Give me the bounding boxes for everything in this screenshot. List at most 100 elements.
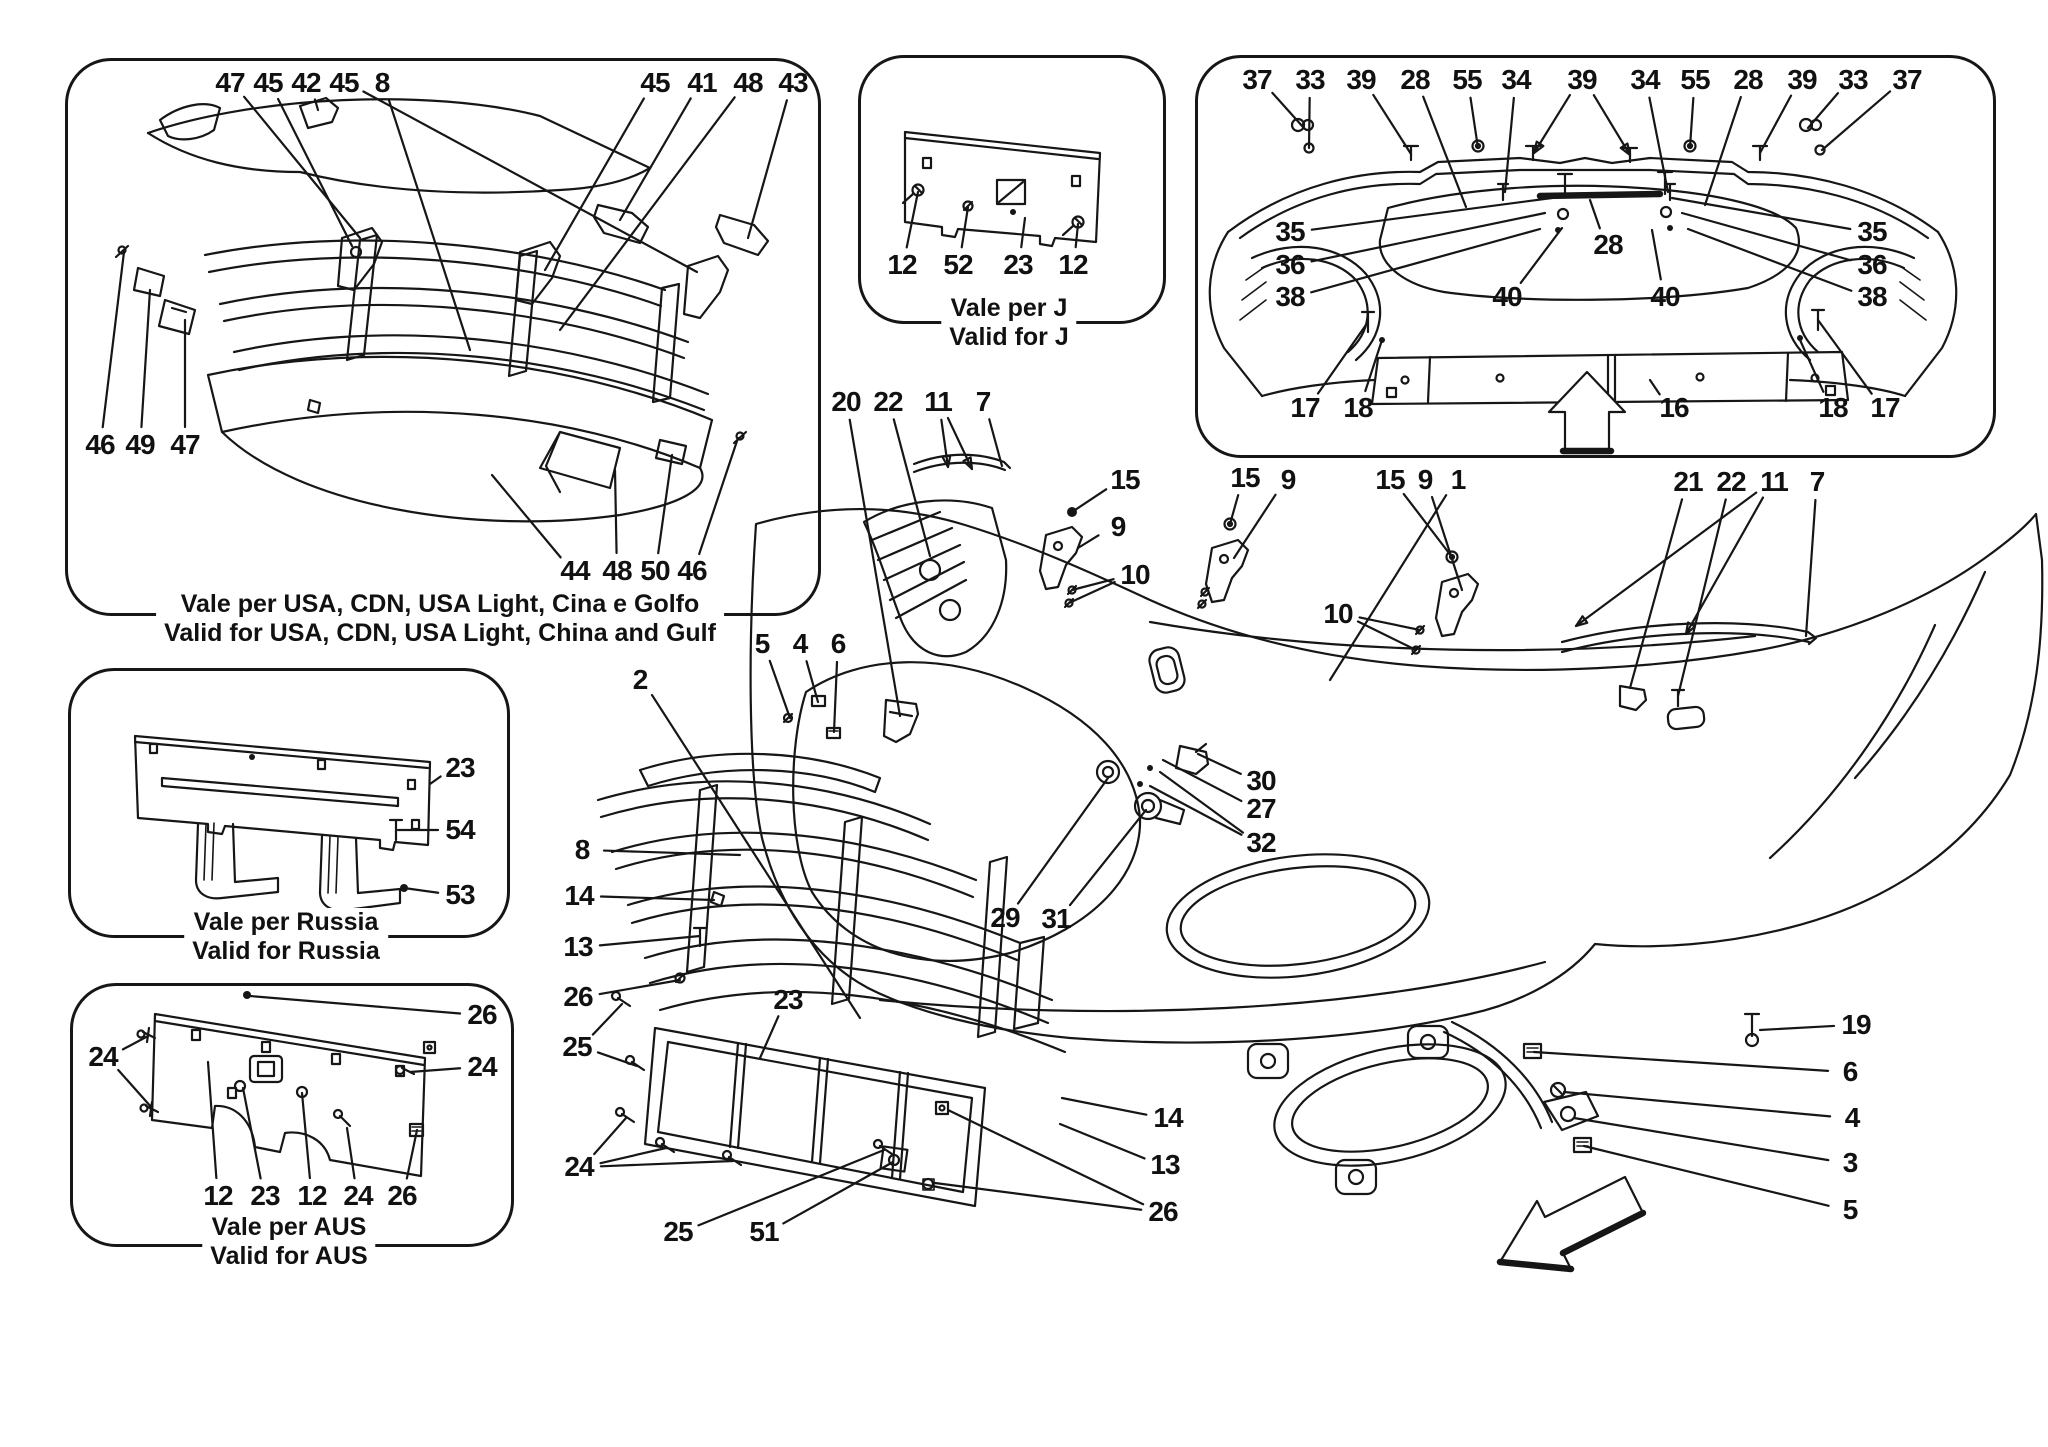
part-callout-46: 46 [85, 429, 115, 460]
part-callout-48: 48 [733, 67, 763, 98]
part-callout-2: 2 [632, 664, 649, 695]
part-callout-36: 36 [1275, 249, 1305, 280]
part-callout-10: 10 [1323, 598, 1353, 629]
caption-japan-en: Valid for J [949, 323, 1069, 351]
part-callout-6: 6 [1842, 1056, 1859, 1087]
part-callout-22: 22 [873, 386, 903, 417]
part-callout-55: 55 [1452, 64, 1482, 95]
part-callout-8: 8 [374, 67, 391, 98]
part-callout-24: 24 [343, 1180, 373, 1211]
part-callout-40: 40 [1492, 281, 1522, 312]
part-callout-33: 33 [1838, 64, 1868, 95]
caption-aus-it: Vale per AUS [211, 1213, 367, 1241]
region-box-rear-view [1195, 55, 1996, 458]
part-callout-26: 26 [1148, 1196, 1178, 1227]
part-callout-13: 13 [1150, 1149, 1180, 1180]
part-callout-24: 24 [467, 1051, 497, 1082]
part-callout-11: 11 [1760, 466, 1789, 497]
part-callout-15: 15 [1230, 462, 1260, 493]
caption-russia: Vale per Russia Valid for Russia [184, 908, 388, 966]
part-callout-41: 41 [687, 67, 717, 98]
caption-aus: Vale per AUS Valid for AUS [202, 1213, 376, 1271]
part-callout-17: 17 [1870, 392, 1900, 423]
part-callout-27: 27 [1246, 793, 1276, 824]
part-callout-26: 26 [387, 1180, 417, 1211]
part-callout-19: 19 [1841, 1009, 1871, 1040]
part-callout-48: 48 [602, 555, 632, 586]
caption-usa: Vale per USA, CDN, USA Light, Cina e Gol… [156, 590, 724, 648]
part-callout-25: 25 [562, 1031, 592, 1062]
part-callout-4: 4 [792, 628, 809, 659]
part-callout-52: 52 [943, 249, 973, 280]
part-callout-23: 23 [445, 752, 475, 783]
part-callout-10: 10 [1120, 559, 1150, 590]
part-callout-17: 17 [1290, 392, 1320, 423]
part-callout-4: 4 [1844, 1102, 1861, 1133]
part-callout-55: 55 [1680, 64, 1710, 95]
caption-usa-it: Vale per USA, CDN, USA Light, Cina e Gol… [180, 590, 700, 618]
part-callout-32: 32 [1246, 827, 1276, 858]
part-callout-47: 47 [170, 429, 200, 460]
caption-japan-it: Vale per J [950, 294, 1068, 322]
part-callout-39: 39 [1787, 64, 1817, 95]
part-callout-35: 35 [1857, 216, 1887, 247]
part-callout-5: 5 [754, 628, 771, 659]
part-callout-14: 14 [564, 880, 594, 911]
direction-arrows [1496, 1175, 1647, 1273]
part-callout-16: 16 [1659, 392, 1689, 423]
part-callout-37: 37 [1892, 64, 1922, 95]
part-callout-7: 7 [1809, 466, 1826, 497]
part-callout-9: 9 [1417, 464, 1434, 495]
part-callout-42: 42 [291, 67, 321, 98]
part-callout-8: 8 [574, 834, 591, 865]
part-callout-45: 45 [253, 67, 283, 98]
caption-russia-it: Vale per Russia [193, 908, 379, 936]
part-callout-45: 45 [329, 67, 359, 98]
part-callout-34: 34 [1501, 64, 1531, 95]
part-callout-31: 31 [1041, 903, 1071, 934]
part-callout-28: 28 [1400, 64, 1430, 95]
part-callout-30: 30 [1246, 765, 1276, 796]
part-callout-11: 11 [924, 386, 953, 417]
part-callout-3: 3 [1842, 1147, 1859, 1178]
main-bumper-art [749, 453, 2044, 1044]
part-callout-23: 23 [250, 1180, 280, 1211]
caption-aus-en: Valid for AUS [210, 1242, 368, 1270]
rear-bumper-art [1208, 117, 1958, 455]
part-callout-39: 39 [1567, 64, 1597, 95]
part-callout-5: 5 [1842, 1194, 1859, 1225]
part-callout-12: 12 [203, 1180, 233, 1211]
part-callout-22: 22 [1716, 466, 1746, 497]
part-callout-43: 43 [778, 67, 808, 98]
part-callout-12: 12 [297, 1180, 327, 1211]
part-callout-34: 34 [1630, 64, 1660, 95]
part-callout-37: 37 [1242, 64, 1272, 95]
part-callout-53: 53 [445, 879, 475, 910]
part-callout-29: 29 [990, 902, 1020, 933]
russia-plate-art [133, 734, 432, 912]
part-callout-15: 15 [1110, 464, 1140, 495]
part-callout-28: 28 [1593, 229, 1623, 260]
part-callout-1: 1 [1450, 464, 1467, 495]
part-callout-21: 21 [1673, 466, 1703, 497]
part-callout-9: 9 [1280, 464, 1297, 495]
part-callout-23: 23 [1003, 249, 1033, 280]
part-callout-23: 23 [773, 984, 803, 1015]
usa-grille-art [114, 96, 770, 523]
part-callout-36: 36 [1857, 249, 1887, 280]
part-callout-25: 25 [663, 1216, 693, 1247]
part-callout-44: 44 [560, 555, 590, 586]
part-callout-54: 54 [445, 814, 475, 845]
fog-lamp-art [1246, 1012, 1761, 1196]
part-callout-14: 14 [1153, 1102, 1183, 1133]
caption-usa-en: Valid for USA, CDN, USA Light, China and… [164, 619, 716, 647]
part-callout-7: 7 [975, 386, 992, 417]
part-callout-50: 50 [640, 555, 670, 586]
part-callout-12: 12 [887, 249, 917, 280]
part-callout-24: 24 [88, 1041, 118, 1072]
part-callout-15: 15 [1375, 464, 1405, 495]
part-callout-26: 26 [467, 999, 497, 1030]
